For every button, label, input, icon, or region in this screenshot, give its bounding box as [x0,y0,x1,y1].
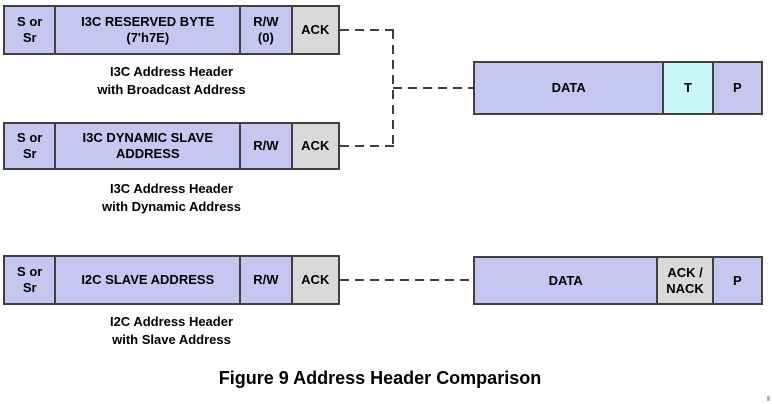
cell-ack: ACK [290,257,338,303]
figure-title: Figure 9 Address Header Comparison [218,368,542,388]
cell-rw-bit: R/W [239,257,291,303]
cell-stop: P [711,258,761,303]
cell-start-condition: S or Sr [5,7,55,53]
cell-start-condition: S or Sr [5,124,55,168]
cell-dynamic-address: I3C DYNAMIC SLAVE ADDRESS [54,124,240,168]
cell-rw-bit: R/W [239,124,291,168]
caption-i2c-slave: I2C Address Header with Slave Address [109,314,234,348]
cell-ack-nack: ACK / NACK [656,258,712,303]
cell-data: DATA [475,63,663,113]
i3c-broadcast-header-frame: S or Sr I3C RESERVED BYTE (7'h7E) R/W (0… [3,5,340,55]
page-corner-artifact [767,396,770,401]
cell-slave-address: I2C SLAVE ADDRESS [54,257,240,303]
i3c-dynamic-header-frame: S or Sr I3C DYNAMIC SLAVE ADDRESS R/W AC… [3,122,340,170]
i2c-header-frame: S or Sr I2C SLAVE ADDRESS R/W ACK [3,255,340,305]
i2c-data-frame: DATA ACK / NACK P [473,256,763,305]
cell-start-condition: S or Sr [5,257,55,303]
caption-i3c-broadcast: I3C Address Header with Broadcast Addres… [97,64,246,98]
cell-rw-bit: R/W (0) [239,7,291,53]
cell-data: DATA [475,258,657,303]
cell-ack: ACK [290,7,338,53]
cell-reserved-byte: I3C RESERVED BYTE (7'h7E) [54,7,240,53]
cell-stop: P [711,63,761,113]
i3c-data-frame: DATA T P [473,61,763,115]
cell-t-bit: T [662,63,712,113]
cell-ack: ACK [290,124,338,168]
caption-i3c-dynamic: I3C Address Header with Dynamic Address [102,181,241,215]
